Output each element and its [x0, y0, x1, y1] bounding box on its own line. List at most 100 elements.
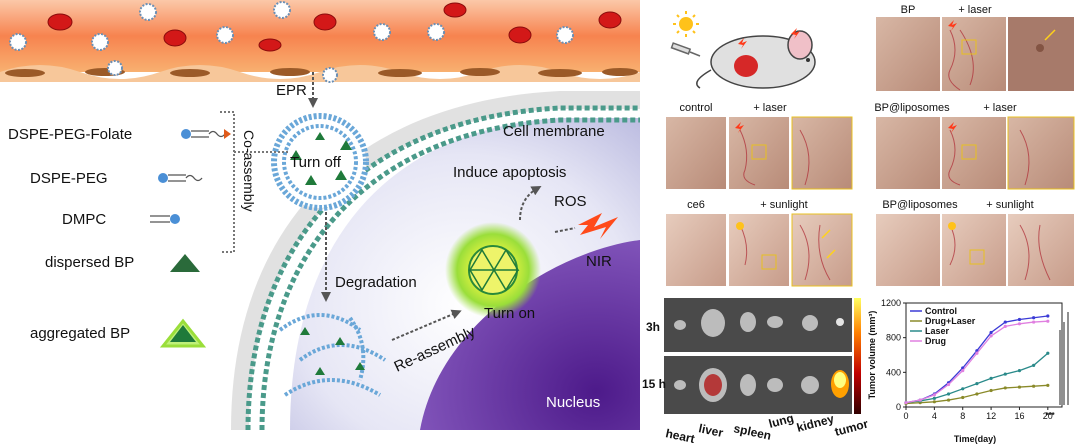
point-3-9: [1032, 320, 1036, 324]
title-ce6: ce6: [687, 199, 705, 211]
photo-bp-laser-zoom: [1008, 17, 1074, 91]
x-tick-label-2: 8: [960, 411, 965, 421]
point-1-7: [1003, 386, 1007, 390]
aggregated-bp-icon: [159, 318, 207, 348]
legend-dspe-peg-folate: DSPE-PEG-Folate: [8, 126, 132, 143]
point-1-9: [1032, 384, 1036, 388]
point-3-6: [989, 334, 993, 338]
point-1-4: [961, 395, 965, 400]
syringe-icon: [670, 42, 701, 57]
legend-label-0: Control: [925, 306, 957, 316]
y-tick-label-2: 800: [886, 333, 901, 343]
legend-label-3: Drug: [925, 336, 946, 346]
chart-plot-area: [905, 302, 1063, 408]
cell-membrane-label: Cell membrane: [503, 123, 605, 140]
photo-control-laser: [729, 117, 789, 189]
significance-brackets: [1059, 312, 1069, 405]
organ-kidney: kidney: [795, 411, 836, 434]
legend-label-2: Laser: [925, 326, 950, 336]
point-2-5: [975, 382, 979, 386]
point-1-8: [1017, 385, 1022, 389]
dmpc-icon: [150, 214, 180, 224]
induce-apoptosis-label: Induce apoptosis: [453, 164, 566, 181]
legend-label-1: Drug+Laser: [925, 316, 976, 326]
legend-dspe-peg: DSPE-PEG: [30, 170, 108, 187]
legend-dmpc: DMPC: [62, 211, 106, 228]
point-2-10: [1046, 351, 1050, 355]
organ-spleen: spleen: [732, 421, 772, 443]
point-1-2: [932, 400, 936, 404]
nir-connector: [554, 227, 576, 233]
fluorescence-color-bar: [854, 298, 861, 414]
nir-label: NIR: [586, 253, 612, 270]
photo-control: [666, 117, 726, 189]
point-0-10: [1046, 314, 1050, 318]
photo-panels: BP + laser control + laser BP@liposomes …: [666, 4, 1075, 287]
liposome-turn-off: [271, 113, 369, 211]
title-bp: BP: [901, 4, 916, 16]
point-3-10: [1046, 319, 1050, 323]
title-bp-laser: + laser: [958, 4, 992, 16]
y-tick-label-3: 1200: [881, 298, 901, 308]
sun-icon: [673, 11, 699, 37]
legend-dispersed-bp: dispersed BP: [45, 254, 134, 271]
title-bp-liposomes-2: BP@liposomes: [882, 199, 958, 211]
organ-labels: heart liver spleen lung kidney tumor: [664, 411, 870, 446]
ros-arrow: [519, 186, 542, 221]
sun-icon-bp-liposomes: [948, 222, 956, 230]
point-3-8: [1017, 322, 1022, 326]
title-bp-liposomes-sunlight: + sunlight: [986, 199, 1033, 211]
x-tick-label-0: 0: [903, 411, 908, 421]
chart-ylabel: Tumor volume (mm³): [867, 311, 877, 400]
photo-bp-liposomes-laser: [942, 117, 1006, 189]
point-1-3: [946, 398, 951, 402]
mouse-illustration: [670, 11, 816, 89]
organ-heart: heart: [664, 426, 696, 446]
dspe-peg-icon: [158, 173, 203, 183]
point-1-10: [1046, 383, 1050, 387]
title-bp-liposomes-laser: + laser: [983, 102, 1017, 114]
point-2-8: [1017, 369, 1022, 373]
point-3-0: [904, 401, 908, 405]
degradation-label: Degradation: [335, 274, 417, 291]
title-control: control: [679, 102, 712, 114]
y-tick-label-1: 400: [886, 367, 901, 377]
chart-xlabel: Time(day): [954, 434, 996, 444]
row-label-3h: 3h: [646, 320, 660, 334]
x-tick-label-5: 20: [1043, 411, 1053, 421]
dispersed-bp-icon: [170, 254, 200, 272]
point-0-7: [1003, 320, 1007, 324]
point-3-3: [946, 382, 951, 387]
ros-label: ROS: [554, 193, 587, 210]
point-3-7: [1003, 324, 1007, 328]
photo-bp: [876, 17, 940, 91]
point-0-9: [1032, 316, 1036, 320]
legend: DSPE-PEG-Folate DSPE-PEG DMPC dispersed …: [8, 111, 290, 348]
organ-tumor: tumor: [833, 416, 870, 438]
point-1-5: [975, 392, 979, 396]
point-2-3: [946, 392, 951, 396]
re-assembly-arrow: [391, 309, 462, 341]
point-3-2: [932, 393, 936, 397]
legend-aggregated-bp: aggregated BP: [30, 325, 130, 342]
fluorescence-imaging: 3h 15 h heart liver spleen lung kidney t…: [642, 298, 870, 446]
photo-control-zoom: [791, 116, 853, 190]
co-assembly-bracket: [220, 111, 235, 253]
turn-on-label: Turn on: [484, 305, 535, 322]
photo-ce6: [666, 214, 726, 286]
photo-ce6-zoom: [791, 213, 853, 287]
point-2-4: [961, 387, 965, 391]
point-1-6: [989, 388, 993, 393]
point-3-5: [975, 351, 979, 355]
epr-label: EPR: [276, 82, 307, 99]
title-control-laser: + laser: [753, 102, 787, 114]
red-blood-cells: [47, 2, 622, 52]
photo-bp-liposomes-sunlight-zoom: [1008, 214, 1074, 286]
blood-vessel: [0, 0, 640, 83]
point-2-6: [989, 376, 993, 380]
photo-bp-liposomes-zoom: [1007, 116, 1075, 190]
liposomes-in-blood: [9, 1, 574, 83]
